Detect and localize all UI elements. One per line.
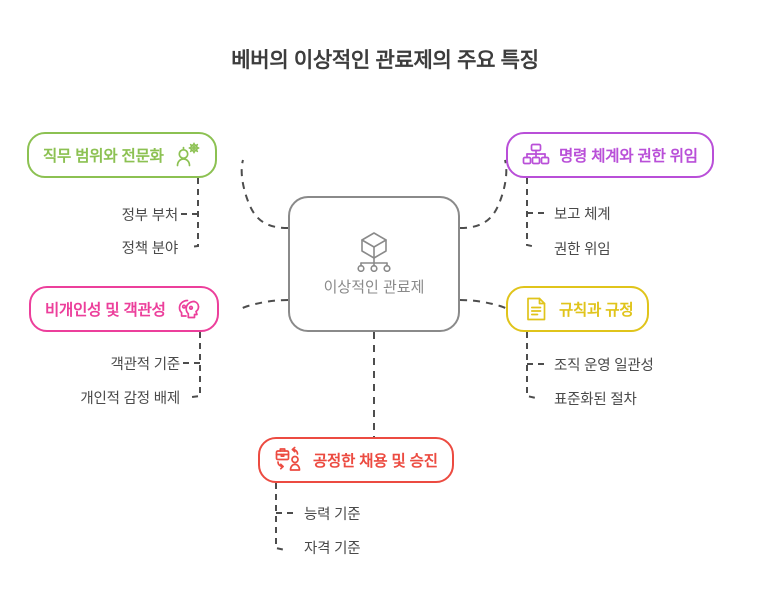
sub-item-chain-of-command-1: 권한 위임 [554,242,611,258]
connector-chain-of-command-subs [526,178,537,248]
connector-center-to-impersonality [239,299,289,311]
sub-item-fair-hiring-0: 능력 기준 [304,507,361,523]
connector-rules-subs [526,332,537,399]
branch-label-impersonality: 비개인성 및 객관성 [45,302,166,319]
connector-center-to-job-scope [240,159,289,229]
branch-label-rules-regulations: 규칙과 규정 [559,302,634,319]
center-node[interactable]: 이상적인 관료제 [288,196,460,332]
sub-item-fair-hiring-1: 자격 기준 [304,541,361,557]
sub-item-rules-regulations-0: 조직 운영 일관성 [554,358,654,374]
connector-impersonality-subs [191,332,201,398]
page-title: 베버의 이상적인 관료제의 주요 특징 [231,49,539,72]
cube-hierarchy-icon [349,230,399,272]
sub-item-chain-of-command-0: 보고 체계 [554,207,611,223]
sub-item-rules-regulations-1: 표준화된 절차 [554,392,637,408]
sub-item-impersonality-1: 개인적 감정 배제 [80,391,180,407]
branch-node-job-scope[interactable]: 직무 범위와 전문화 [27,132,217,178]
branch-node-fair-hiring[interactable]: 공정한 채용 및 승진 [258,437,454,483]
sub-item-job-scope-0: 정부 부처 [121,208,179,224]
two-heads-icon [175,295,203,323]
branch-label-fair-hiring: 공정한 채용 및 승진 [313,453,438,470]
connector-center-to-rules [459,299,509,311]
briefcase-person-icon [274,445,304,475]
branch-node-chain-of-command[interactable]: 명령 체계와 권한 위임 [506,132,714,178]
person-gear-icon [173,141,201,169]
org-chart-icon [522,141,550,169]
branch-label-job-scope: 직무 범위와 전문화 [43,148,164,165]
connector-fair-hiring-subs [275,483,286,551]
branch-label-chain-of-command: 명령 체계와 권한 위임 [559,148,698,165]
branch-node-impersonality[interactable]: 비개인성 및 객관성 [29,286,219,332]
connector-job-scope-subs [189,178,199,248]
document-icon [522,295,550,323]
center-node-label: 이상적인 관료제 [323,278,425,296]
connector-center-to-chain-of-command [459,159,508,229]
branch-node-rules-regulations[interactable]: 규칙과 규정 [506,286,650,332]
sub-item-impersonality-0: 객관적 기준 [110,357,180,373]
sub-item-job-scope-1: 정책 분야 [121,241,179,257]
